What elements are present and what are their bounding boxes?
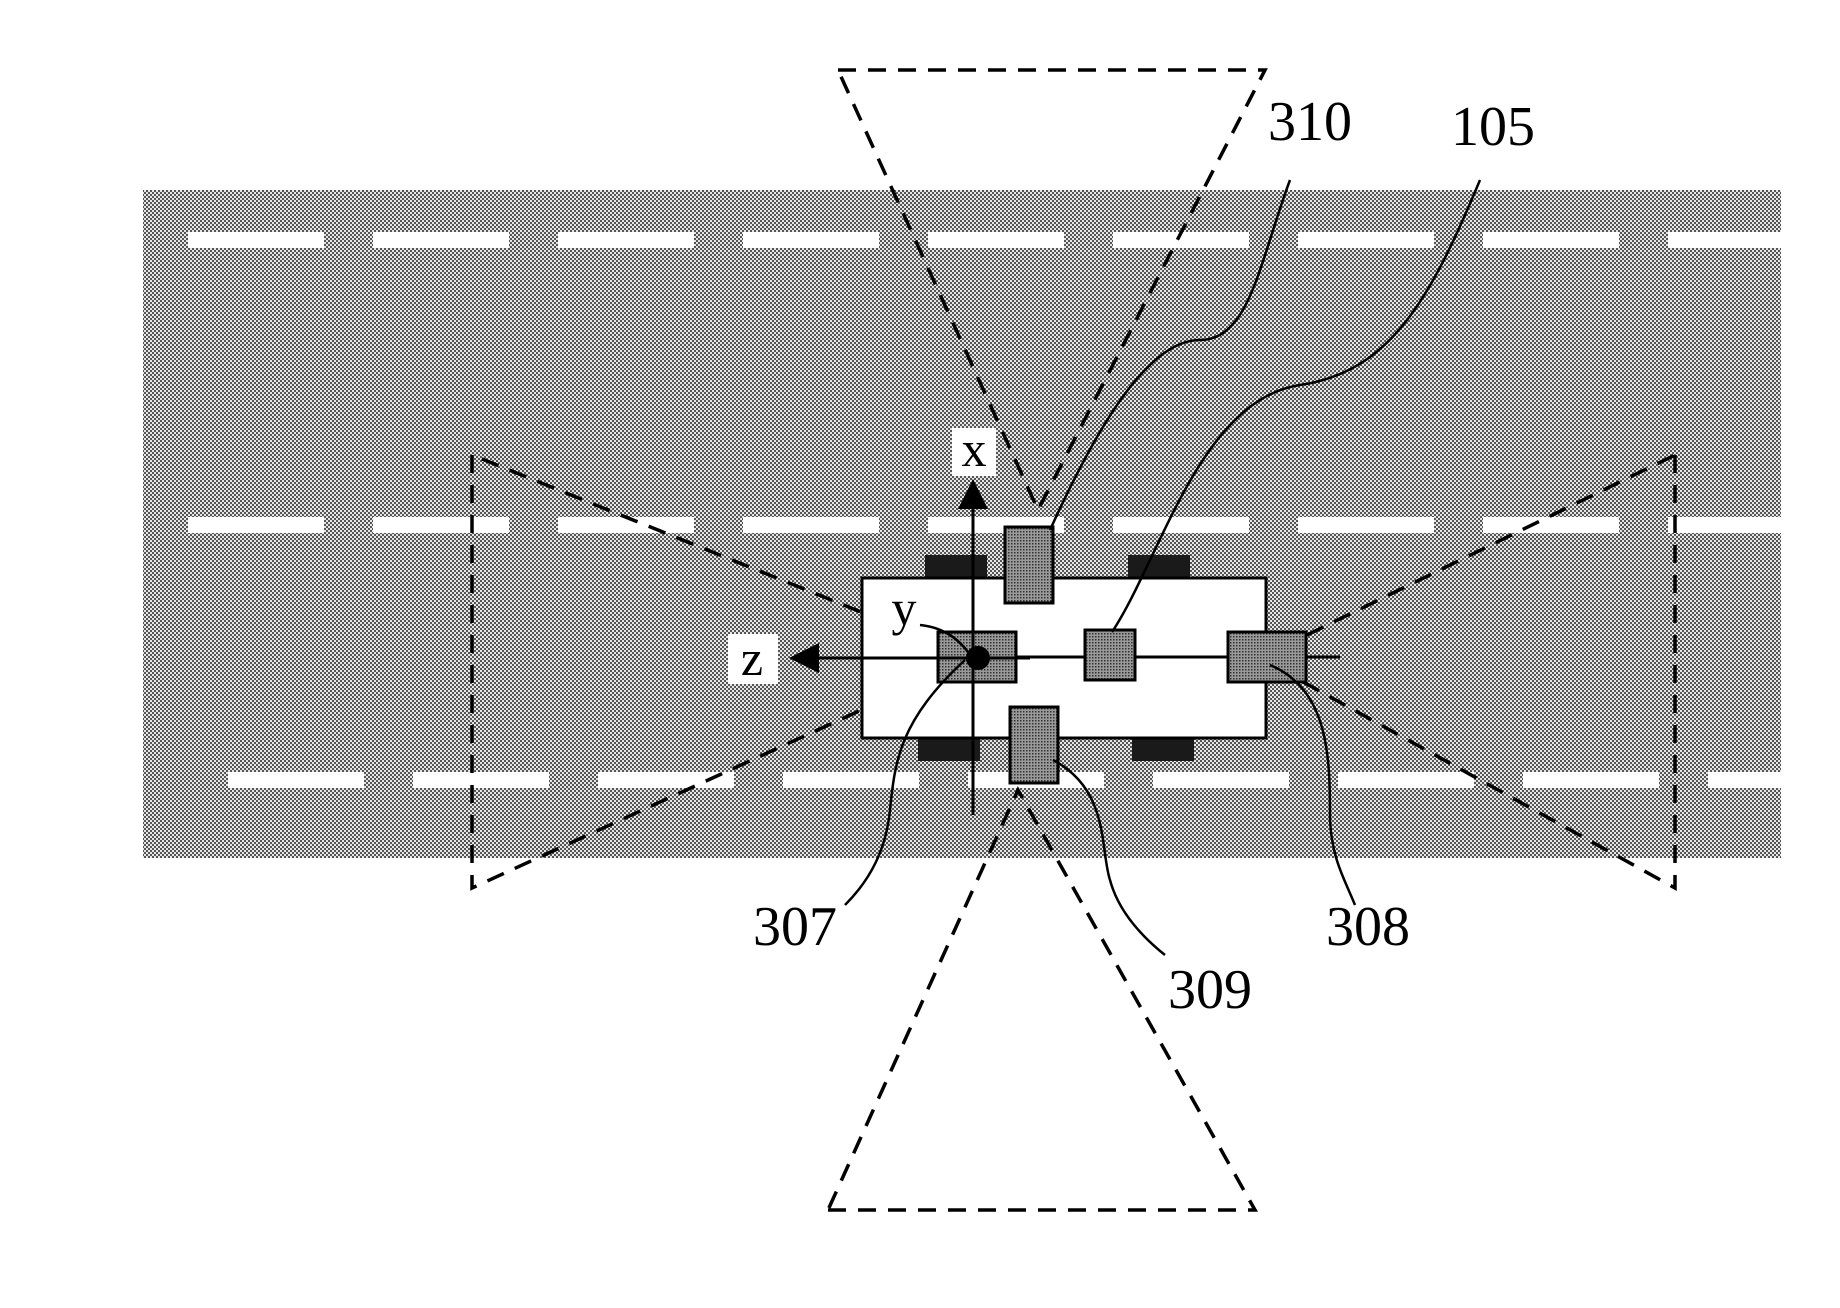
axis-label-x: x bbox=[962, 421, 987, 477]
ref-label-310: 310 bbox=[1268, 91, 1352, 153]
axis-label-z: z bbox=[741, 630, 763, 686]
wheel-rear-left bbox=[918, 737, 980, 761]
wheel-rear-right bbox=[1132, 737, 1194, 761]
ref-label-309: 309 bbox=[1168, 959, 1252, 1021]
lane-marking-row-top bbox=[188, 232, 1781, 248]
ref-label-308: 308 bbox=[1326, 896, 1410, 958]
sensor-105 bbox=[1085, 630, 1135, 680]
ref-label-105: 105 bbox=[1451, 96, 1535, 158]
sensor-308 bbox=[1228, 632, 1306, 682]
wheel-front-right bbox=[1128, 555, 1190, 579]
ref-label-307: 307 bbox=[753, 896, 837, 958]
axis-label-y: y bbox=[892, 580, 917, 636]
sensor-310 bbox=[1005, 527, 1053, 603]
lane-marking-row-middle bbox=[188, 517, 1781, 533]
wheel-front-left bbox=[925, 555, 987, 579]
lane-marking-row-bottom bbox=[228, 772, 1781, 788]
y-axis-origin bbox=[966, 646, 990, 670]
sensor-309 bbox=[1010, 707, 1058, 783]
